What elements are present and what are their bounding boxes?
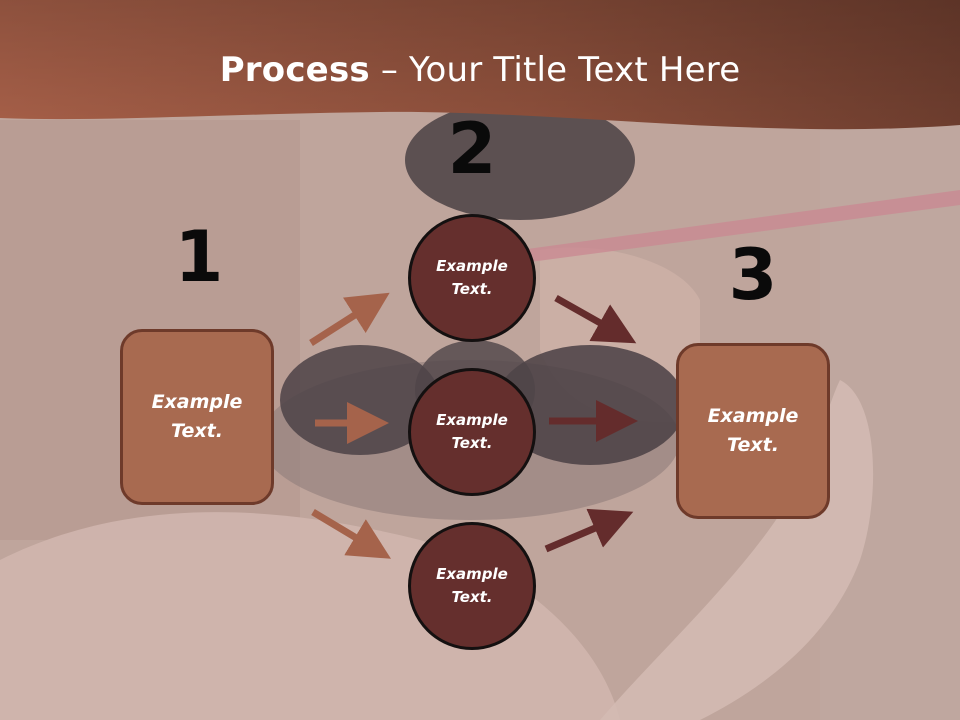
slide-title: Process – Your Title Text Here [0,50,960,90]
circle-middle-text: Example Text. [436,411,508,452]
title-bold: Process [219,50,370,90]
circle-bottom-text: Example Text. [436,565,508,606]
arrow-bottom-to-right [544,508,634,553]
process-box-left[interactable]: Example Text. [120,329,274,505]
step-number-3: 3 [728,234,778,316]
step-number-2: 2 [447,108,497,190]
process-circle-bottom[interactable]: Example Text. [408,522,536,650]
arrow-top-to-right [554,294,637,344]
title-rest: – Your Title Text Here [369,50,741,90]
box-left-text: Example Text. [151,391,243,442]
process-circle-middle[interactable]: Example Text. [408,368,536,496]
step-number-1: 1 [174,216,224,298]
arrow-left-to-top [309,292,390,346]
process-box-right[interactable]: Example Text. [676,343,830,519]
circle-top-text: Example Text. [436,257,508,298]
box-right-text: Example Text. [707,405,799,456]
process-circle-top[interactable]: Example Text. [408,214,536,342]
arrow-left-to-bottom [311,508,392,559]
